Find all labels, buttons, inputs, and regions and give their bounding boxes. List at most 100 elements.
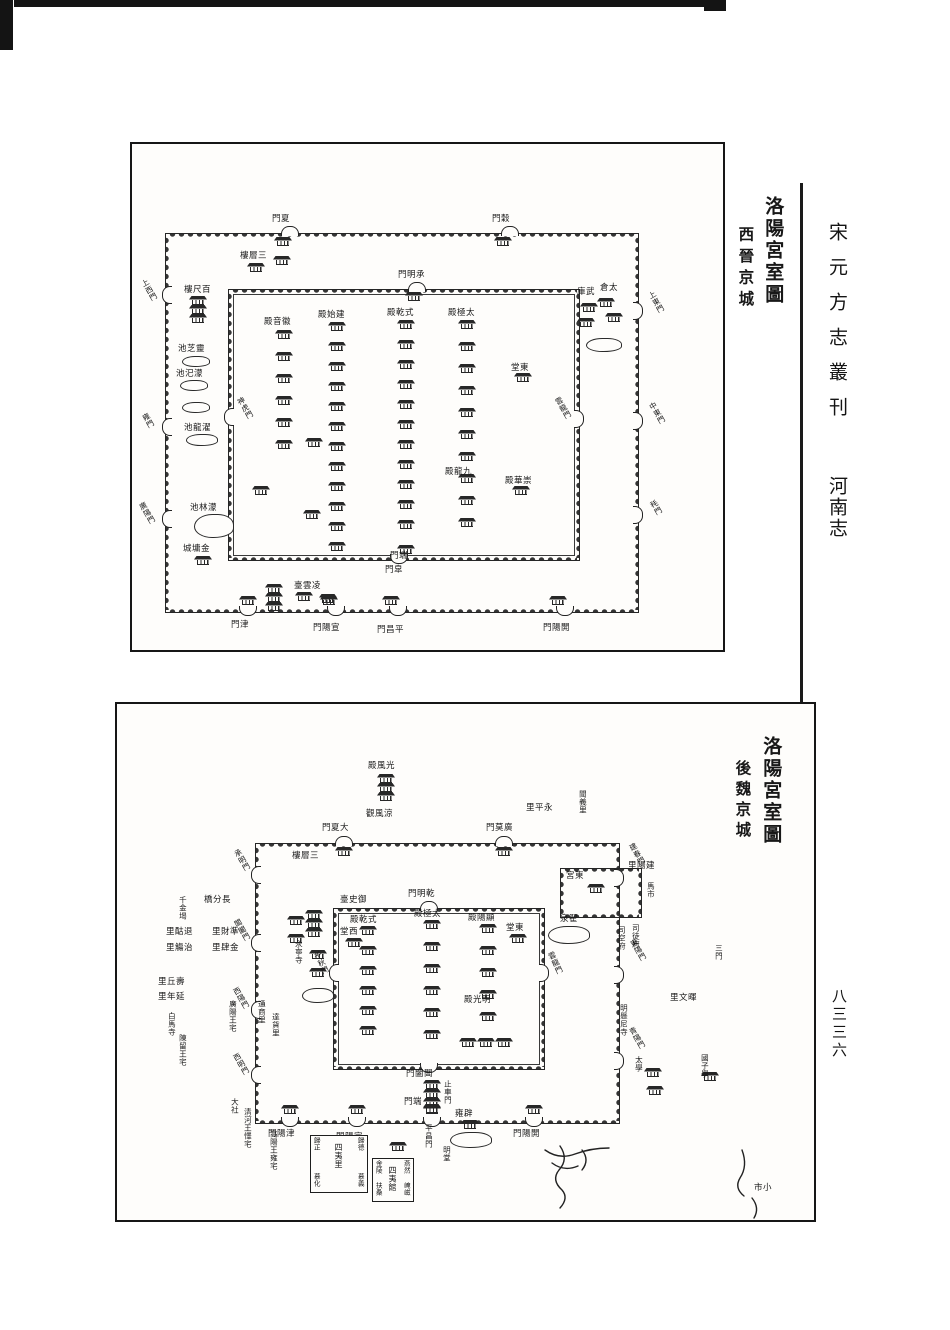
- roof-shape: [189, 296, 207, 300]
- hall-body-shape: [464, 1123, 476, 1129]
- hall-body-shape: [426, 989, 438, 995]
- building-icon: [275, 418, 293, 427]
- roof-shape: [397, 520, 415, 524]
- roof-shape: [305, 910, 323, 914]
- hall-body-shape: [426, 1092, 438, 1098]
- roof-shape: [382, 596, 400, 600]
- gate-icon: [251, 866, 261, 884]
- roof-shape: [328, 482, 346, 486]
- figure-subtitle: 西晉京城: [736, 226, 755, 312]
- roof-shape: [397, 320, 415, 324]
- map-label: 泉翟: [560, 914, 579, 924]
- roof-shape: [320, 596, 338, 600]
- roof-shape: [512, 486, 530, 490]
- roof-shape: [459, 1038, 477, 1042]
- map-label: 大社: [230, 1098, 240, 1114]
- hall-body-shape: [308, 922, 320, 928]
- map-label: 止車門: [443, 1080, 453, 1104]
- map-label: 里肆金: [212, 943, 240, 953]
- building-icon: [494, 237, 512, 246]
- roof-shape: [189, 314, 207, 318]
- hall-body-shape: [255, 489, 267, 495]
- roof-shape: [328, 502, 346, 506]
- roof-shape: [359, 986, 377, 990]
- roof-shape: [275, 352, 293, 356]
- gate-icon: [335, 836, 353, 846]
- hall-body-shape: [461, 499, 473, 505]
- hall-body-shape: [426, 923, 438, 929]
- map-label: 三門: [714, 944, 724, 960]
- ward-box-center-label: 四夷里: [333, 1143, 343, 1169]
- map-label: 池汜濛: [176, 369, 204, 379]
- roof-shape: [458, 496, 476, 500]
- hall-body-shape: [306, 513, 318, 519]
- building-icon: [479, 1012, 497, 1021]
- hall-body-shape: [461, 367, 473, 373]
- ward-box-corner-label: 歸正: [312, 1137, 321, 1151]
- map-label: 千金堨: [178, 896, 188, 920]
- hall-body-shape: [400, 503, 412, 509]
- hall-body-shape: [192, 299, 204, 305]
- building-icon: [423, 964, 441, 973]
- building-icon: [479, 990, 497, 999]
- building-icon: [458, 408, 476, 417]
- pond-shape: [586, 338, 622, 352]
- building-icon: [397, 360, 415, 369]
- roof-shape: [287, 934, 305, 938]
- roof-shape: [458, 386, 476, 390]
- hall-body-shape: [583, 306, 595, 312]
- hall-body-shape: [290, 937, 302, 943]
- ward-box-corner-label: 慕化: [312, 1173, 321, 1187]
- map-label: 市小: [754, 1183, 773, 1193]
- pond-shape: [194, 514, 234, 538]
- hall-body-shape: [331, 405, 343, 411]
- map-label: 陳留王宅: [178, 1034, 188, 1066]
- gate-label: 門陽開: [543, 623, 571, 633]
- ward-box-corner-label: 燕然: [402, 1160, 411, 1174]
- figure-title: 洛陽宮室圖: [760, 736, 783, 846]
- building-icon: [328, 402, 346, 411]
- hall-body-shape: [498, 1041, 510, 1047]
- building-icon: [281, 1105, 299, 1114]
- map-label: 太學: [634, 1056, 644, 1072]
- roof-shape: [397, 545, 415, 549]
- hall-body-shape: [331, 545, 343, 551]
- roof-shape: [397, 400, 415, 404]
- roof-shape: [287, 916, 305, 920]
- building-icon: [275, 396, 293, 405]
- map-label: 殿音徽: [264, 317, 292, 327]
- hall-body-shape: [278, 421, 290, 427]
- hall-body-shape: [331, 345, 343, 351]
- map-label: 樓層三: [240, 251, 268, 261]
- map-label: 雍辟: [455, 1109, 474, 1119]
- building-icon: [194, 556, 212, 565]
- hall-body-shape: [278, 377, 290, 383]
- pond-shape: [186, 434, 218, 446]
- map-label: 永寧寺: [294, 940, 304, 964]
- roof-shape: [189, 305, 207, 309]
- building-icon: [397, 480, 415, 489]
- building-icon: [389, 1142, 407, 1151]
- hall-body-shape: [512, 937, 524, 943]
- hall-body-shape: [580, 321, 592, 327]
- roof-shape: [275, 330, 293, 334]
- building-icon: [397, 320, 415, 329]
- roof-shape: [295, 592, 313, 596]
- building-icon: [644, 1068, 662, 1077]
- ward-box-corner-label: 扶桑: [374, 1182, 383, 1196]
- building-icon: [459, 1038, 477, 1047]
- building-icon: [514, 373, 532, 382]
- map-label: 里平永: [526, 803, 554, 813]
- building-icon: [605, 313, 623, 322]
- roof-shape: [597, 298, 615, 302]
- building-icon: [397, 380, 415, 389]
- hall-body-shape: [268, 605, 280, 611]
- building-icon: [646, 1086, 664, 1095]
- ward-box-corner-label: 慕義: [356, 1173, 365, 1187]
- hall-body-shape: [331, 485, 343, 491]
- hall-body-shape: [362, 949, 374, 955]
- hall-body-shape: [268, 587, 280, 593]
- hall-body-shape: [380, 786, 392, 792]
- roof-shape: [265, 584, 283, 588]
- building-icon: [458, 452, 476, 461]
